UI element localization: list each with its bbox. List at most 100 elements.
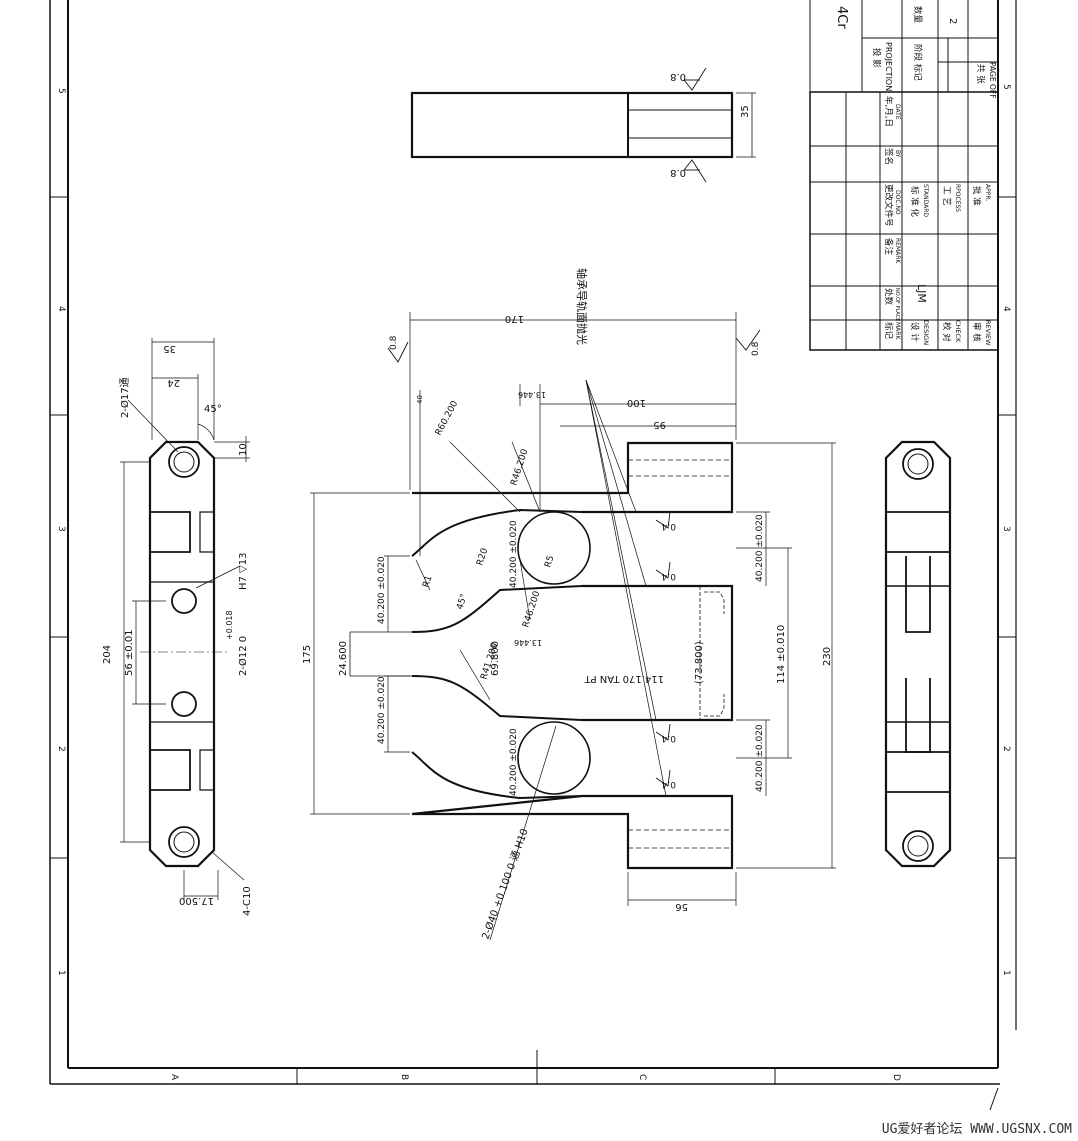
review-label-en: REVIEW — [984, 320, 992, 346]
left-width-dim: 35 — [163, 343, 176, 354]
left-view-labels: 35 24 2-Ø17通 45° 10 204 56 ±0.01 +0.018 … — [102, 343, 253, 916]
height-175-dim: 175 — [302, 645, 313, 664]
width-95-dim: 95 — [653, 419, 666, 430]
process-label-en: RPOCESS — [954, 184, 961, 212]
material-fragment: 4Cr — [834, 6, 849, 29]
zone-number-5: 5 — [56, 88, 66, 94]
zone-number-4: 4 — [56, 306, 66, 312]
slot-width-5: 40.200 ±0.020 — [509, 520, 519, 588]
zone-letter-c: C — [637, 1074, 647, 1080]
left-length-dim: 204 — [102, 645, 113, 664]
tb-header-mark-en: MARK — [894, 322, 901, 340]
right-view — [884, 440, 952, 868]
roughness-04-2: 0.4 — [661, 571, 676, 581]
overall-width-dim: 170 — [505, 313, 524, 324]
tb-header-docno-en: DOC.NO — [894, 190, 901, 215]
polish-note: 轴承导轨面抛光 — [575, 268, 589, 345]
neck-69-dim: 69.800 — [490, 641, 501, 676]
left-pin-fit: H7 ▽13 — [238, 553, 249, 590]
stage-label: 阶段 标记 — [912, 44, 923, 81]
slot-width-3: 40.200 ±0.020 — [755, 514, 765, 582]
left-hole-offset-dim: 24 — [167, 377, 180, 388]
left-pin-tol: +0.018 — [225, 610, 234, 640]
qty-label: 数量 — [912, 6, 923, 24]
review-label: 审 核 — [971, 322, 982, 342]
tb-header-places-en: NO.OF PLACE — [894, 288, 900, 321]
tb-header-date-en: DATE — [894, 104, 901, 120]
roughness-top-2: 0.8 — [670, 167, 686, 178]
left-pitch-dim: 56 ±0.01 — [124, 629, 135, 676]
main-view — [310, 312, 836, 941]
design-label: 设 计 — [909, 322, 920, 342]
roughness-08-right: 0.8 — [751, 341, 761, 356]
radius-1: R1 — [421, 574, 434, 588]
projection-label: 投 影 — [871, 48, 882, 68]
zone-letter-a: A — [169, 1074, 179, 1081]
left-hole-callout: 2-Ø17通 — [119, 377, 131, 418]
roughness-top-1: 0.8 — [670, 71, 686, 82]
page-of: PAGE OFF — [988, 62, 997, 99]
slot-width-2: 40.200 ±0.020 — [377, 676, 387, 744]
projection-label-en: PROJECTION — [884, 42, 893, 91]
zone-number-2: 2 — [56, 746, 66, 752]
foot-56-dim: 56 — [675, 901, 688, 912]
height-230-dim: 230 — [822, 647, 833, 666]
left-view — [120, 338, 250, 900]
radius-46-mid: R46.200 — [521, 590, 542, 629]
zone-number-1: 1 — [56, 970, 66, 976]
tan-pt-dim: 114.170 TAN PT — [584, 673, 664, 684]
roughness-08-left: 0.8 — [389, 335, 399, 350]
top-view-labels: 35 0.8 0.8 — [670, 71, 751, 178]
designer-name: LJM — [915, 284, 928, 303]
approve-label: 批 准 — [971, 186, 982, 206]
ref-73-dim: (73.800) — [694, 641, 705, 684]
radius-60: R60.200 — [434, 399, 461, 437]
zone-letter-d: D — [891, 1074, 901, 1081]
tb-header-mark: 标记 — [883, 322, 894, 340]
radius-5: R5 — [543, 554, 556, 568]
check-label-en: CHECK — [954, 320, 962, 343]
zone-letter-b: B — [399, 1074, 409, 1080]
angle-45: 45° — [455, 593, 469, 611]
tb-header-by-en: BY — [894, 150, 901, 158]
forum-watermark: UG爱好者论坛 WWW.UGSNX.COM — [881, 1122, 1072, 1137]
standard-label-en: STANDARD — [922, 184, 929, 217]
zone-number-3: 3 — [56, 526, 66, 532]
check-label: 校 对 — [941, 322, 952, 342]
roughness-04-4: 0.4 — [661, 779, 676, 789]
slot-width-4: 40.200 ±0.020 — [755, 724, 765, 792]
slot-width-1: 40.200 ±0.020 — [377, 556, 387, 624]
zone-labels: 5 4 3 2 1 5 4 3 2 1 A B C D — [56, 84, 1011, 1081]
design-label-en: DESIGN — [922, 320, 930, 345]
small-40-dim: 40 — [416, 395, 424, 404]
left-angle-dim: 45° — [204, 404, 222, 415]
tb-header-by: 签名 — [883, 148, 894, 165]
zone-number-4r: 4 — [1001, 306, 1011, 312]
tb-header-remark: 备注 — [883, 238, 894, 256]
left-chamfer-callout: 4-C10 — [242, 886, 253, 916]
tb-header-places: 处数 — [883, 288, 894, 306]
process-label: 工 艺 — [941, 186, 951, 206]
tb-header-remark-en: REMARK — [894, 238, 901, 264]
slot-width-6: 40.200 ±0.020 — [509, 728, 519, 796]
width-100-dim: 100 — [627, 397, 646, 408]
neck-24-dim: 24.600 — [338, 641, 349, 676]
sheet-count: 共 张 — [975, 64, 985, 84]
left-edge-dim: 17.500 — [179, 895, 214, 906]
zone-number-1r: 1 — [1001, 970, 1011, 976]
standard-label: 标 准 化 — [909, 186, 920, 217]
title-block-text: 4Cr 投 影 PROJECTION 阶段 标记 数量 2 共 张 PAGE O… — [834, 6, 997, 346]
drawing-border — [49, 0, 1017, 1111]
bore-callout: 2-Ø40 +0.100 0 通 H10 — [480, 827, 531, 941]
pitch-114-dim: 114 ±0.010 — [776, 625, 787, 684]
radius-20: R20 — [475, 547, 490, 567]
main-view-labels: 170 100 95 13.446 13.446 R60.200 R46.200… — [302, 268, 833, 941]
roughness-04-3: 0.4 — [661, 733, 676, 743]
qty-value: 2 — [947, 18, 958, 24]
approve-label-en: APPR. — [984, 184, 991, 201]
tb-header-date: 年,月,日 — [883, 96, 894, 127]
roughness-04-1: 0.4 — [661, 521, 676, 531]
zone-number-2r: 2 — [1001, 746, 1011, 752]
top-thickness-dim: 35 — [740, 105, 751, 118]
